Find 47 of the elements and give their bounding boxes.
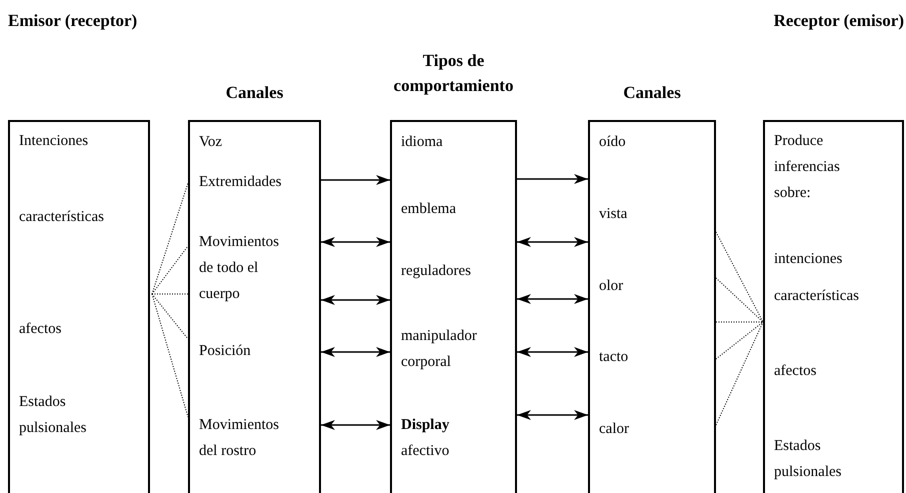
column-heading: Canales (622, 82, 682, 104)
column-item: reguladores (401, 262, 472, 281)
side-heading: Receptor (emisor) (774, 10, 904, 32)
column-item: Posición (199, 342, 252, 361)
arrow (321, 420, 390, 430)
column-item: Estados pulsionales (19, 393, 88, 438)
column-item: emblema (401, 200, 457, 219)
column-item: afectos (774, 362, 818, 381)
column-item: vista (599, 205, 628, 224)
column-item: olor (599, 277, 624, 296)
column-item: tacto (599, 348, 630, 367)
arrow (517, 174, 588, 184)
arrow (321, 347, 390, 357)
column-item: características (774, 287, 860, 306)
column-item: afectos (19, 320, 62, 339)
column-item: características (19, 208, 105, 227)
arrow (321, 237, 390, 247)
column-heading: Tipos de comportamiento (392, 50, 514, 97)
column-item: idioma (401, 133, 444, 152)
column-item: intenciones (774, 250, 844, 269)
dotted-line (152, 294, 188, 340)
arrow (517, 410, 588, 420)
dotted-line (716, 322, 764, 360)
side-heading: Emisor (receptor) (8, 10, 138, 32)
column-item: Movimientos de todo el cuerpo (199, 233, 280, 304)
arrow (517, 237, 588, 247)
column-heading: Canales (224, 82, 284, 104)
dotted-line (716, 278, 764, 322)
column-item: oído (599, 133, 627, 152)
column-item: calor (599, 420, 630, 439)
dotted-line (716, 322, 764, 426)
column-item: Movimientos del rostro (199, 416, 280, 461)
arrow (517, 294, 588, 304)
column-item: Estados pulsionales (774, 437, 842, 482)
column-item: Extremidades (199, 173, 282, 192)
dotted-line (152, 246, 188, 294)
column-item: Intenciones (19, 132, 90, 151)
arrow (321, 295, 390, 305)
column-item: Voz (199, 133, 224, 152)
dotted-line (716, 232, 764, 322)
column-item: manipulador corporal (401, 327, 478, 372)
dotted-line (152, 294, 188, 418)
dotted-line (152, 182, 188, 294)
arrow (517, 347, 588, 357)
column-item: Produce inferencias sobre: (774, 132, 841, 203)
column-item: Display afectivo (401, 416, 450, 461)
arrow (321, 175, 390, 185)
